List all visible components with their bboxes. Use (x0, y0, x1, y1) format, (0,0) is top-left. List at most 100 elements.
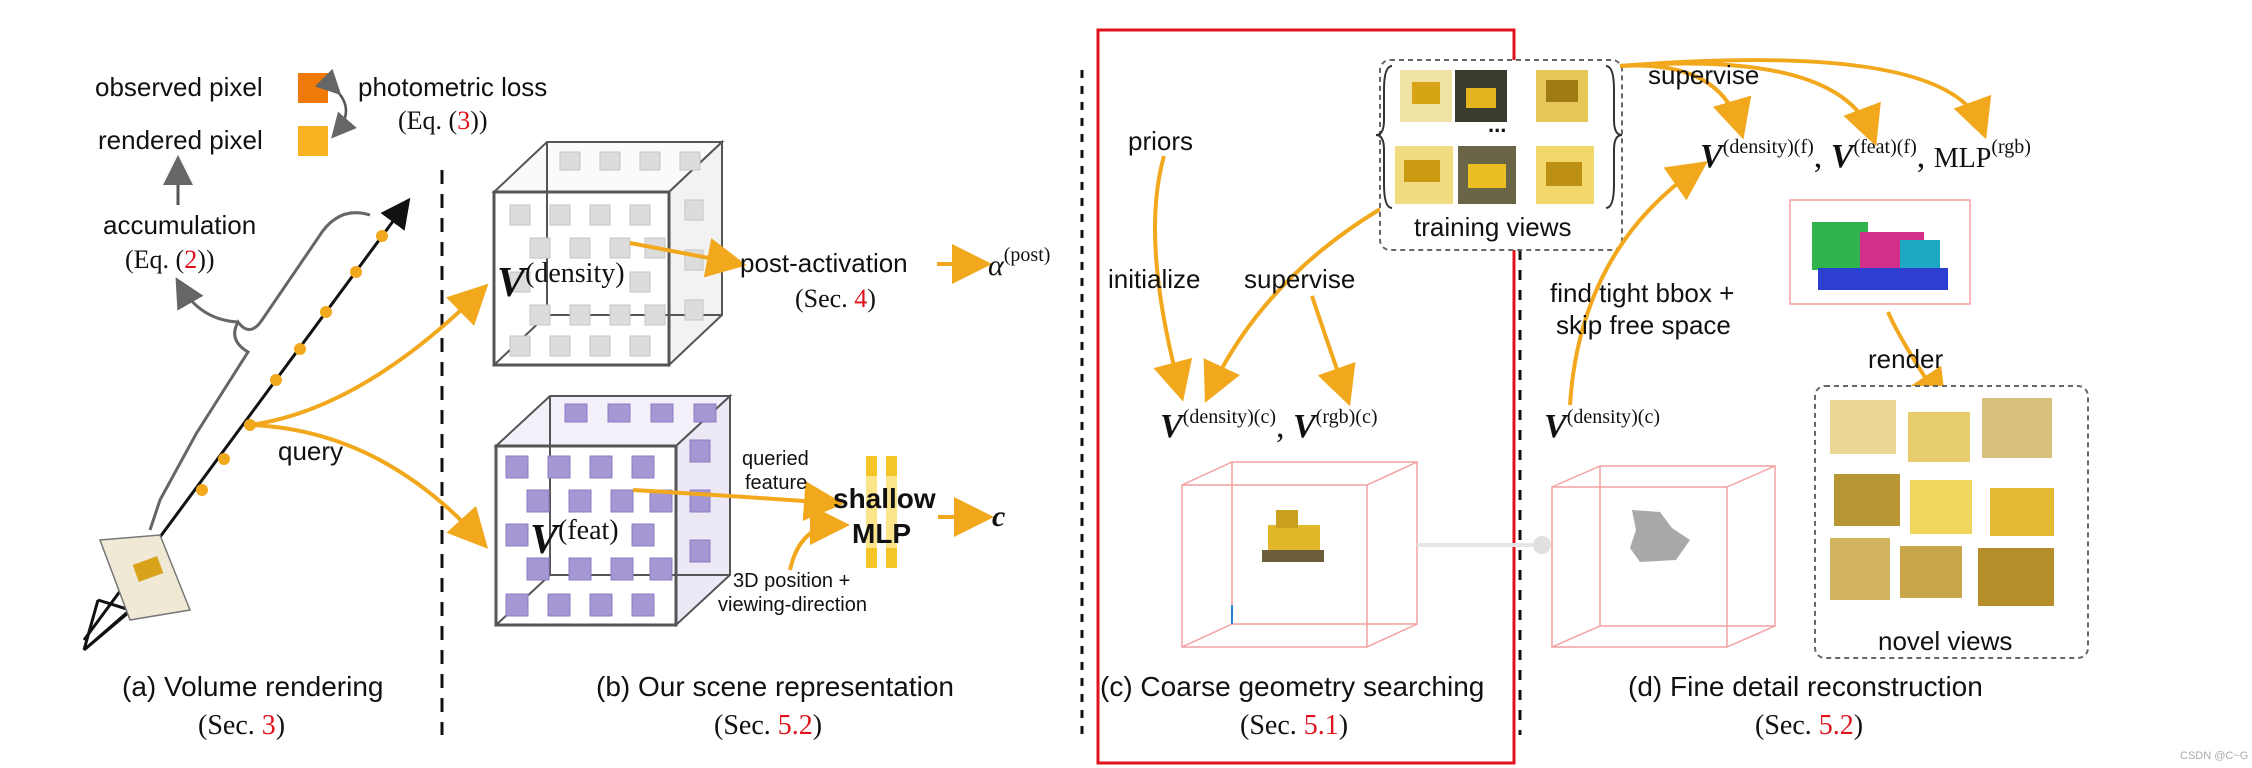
mlp-rgb-main: MLP (1933, 143, 1992, 174)
photometric-loss-label: photometric loss (358, 72, 548, 102)
sec4-ref: 4 (854, 284, 868, 313)
coarse-to-fine-connector-node (1533, 536, 1551, 554)
panel-a-section: (Sec. 3) (198, 710, 285, 742)
render-label: render (1868, 344, 1944, 374)
fine-reconstruction-object (1812, 222, 1948, 290)
novel-view-thumbnails (1830, 398, 2054, 606)
rendered-pixel-swatch (298, 126, 328, 156)
panel-c-caption: (c) Coarse geometry searching (1100, 671, 1485, 702)
v-feat-main: V (530, 517, 559, 563)
alpha-post-label: α(post) (988, 244, 1050, 283)
v-coarse-rgb-main: V (1292, 408, 1316, 445)
eq-suffix: )) (470, 106, 488, 135)
eq3-ref: 3 (457, 106, 471, 135)
eq-prefix-2: (Eq. ( (125, 245, 185, 274)
panel-b-caption: (b) Our scene representation (596, 671, 954, 702)
sec-prefix-d: (Sec. (1755, 710, 1819, 741)
photometric-loss-arrow (314, 68, 357, 139)
ray-sample-points (196, 230, 388, 496)
observed-pixel-swatch (298, 73, 328, 103)
sec-ref-b: 5.2 (777, 710, 813, 741)
query-arrow-feat (249, 423, 489, 549)
coarse-reconstruction-object (1262, 510, 1324, 562)
watermark: CSDN @C~G (2180, 750, 2249, 762)
queried-feature-label-2: feature (745, 472, 808, 494)
fine-comma-1: , (1813, 138, 1823, 175)
supervise-rgb-arrow (1310, 295, 1356, 407)
sec4-suffix: ) (867, 284, 876, 313)
post-activation-section: (Sec. 4) (795, 284, 876, 314)
camera-image-plane-icon (98, 534, 192, 621)
fine-grids-label: V(density)(f), V(feat)(f), MLP(rgb) (1700, 136, 2031, 176)
fine-bounding-box (1789, 199, 1971, 305)
supervise-label-d: supervise (1648, 60, 1760, 90)
training-views-ellipsis: ... (1488, 112, 1507, 137)
find-bbox-arrow (1568, 161, 1708, 406)
camera-frustum-icon (82, 594, 149, 652)
accumulation-brace-stem (175, 277, 239, 324)
priors-initialize-arrow (1153, 155, 1193, 402)
supervise-label-c: supervise (1244, 264, 1356, 294)
coarse-panel-highlight (1096, 28, 1516, 765)
sec-ref-d: 5.2 (1818, 710, 1854, 741)
coarse-density-blob (1630, 510, 1690, 562)
supervise-arrow-fine-mlp (1619, 58, 1992, 140)
sec-ref-c: 5.1 (1303, 710, 1339, 741)
mlp-label: MLP (852, 518, 912, 549)
density-voxel-grid (491, 139, 725, 368)
coarse-grids-label: V(density)(c), V(rgb)(c) (1160, 406, 1378, 446)
panel-d-caption: (d) Fine detail reconstruction (1628, 671, 1983, 702)
coarse-density-box-d (1551, 465, 1776, 648)
sec-suffix-a: ) (275, 710, 286, 741)
training-views-right-brace (1605, 65, 1623, 209)
v-feat-label: V(feat) (530, 515, 619, 564)
v-coarse-density-main: V (1160, 408, 1183, 445)
panel-c-section: (Sec. 5.1) (1240, 710, 1348, 742)
v-density-main: V (497, 260, 526, 306)
sec-ref-a: 3 (261, 710, 276, 741)
find-bbox-label-2: skip free space (1556, 310, 1731, 340)
photometric-loss-eq: (Eq. (3)) (398, 106, 488, 136)
panel-a-caption: (a) Volume rendering (122, 671, 384, 702)
novel-views-label: novel views (1878, 626, 2013, 656)
color-output-label: c (992, 500, 1006, 533)
sec-suffix-c: ) (1338, 710, 1349, 741)
initialize-label: initialize (1108, 264, 1201, 294)
density-to-postactivation-arrow (629, 238, 747, 278)
v-density-label: V(density) (497, 258, 625, 307)
training-views-left-brace (1375, 65, 1393, 209)
v-density-sup: (density) (525, 258, 625, 289)
accumulation-label: accumulation (103, 210, 257, 240)
v-feat-sup: (feat) (558, 515, 619, 546)
sec-prefix-a: (Sec. (198, 710, 262, 741)
observed-pixel-label: observed pixel (95, 72, 263, 102)
v-d-coarse-main: V (1544, 408, 1567, 445)
priors-label: priors (1128, 126, 1194, 156)
posdir-label-1: 3D position + (733, 570, 851, 592)
alpha-sup: (post) (1003, 244, 1051, 266)
find-bbox-label-1: find tight bbox + (1550, 278, 1735, 308)
mlp-rgb-sup: (rgb) (1991, 136, 2031, 158)
sec4-prefix: (Sec. (795, 284, 855, 313)
accumulation-brace (148, 211, 371, 531)
eq2-ref: 2 (184, 245, 198, 274)
eq-prefix: (Eq. ( (398, 106, 458, 135)
sec-prefix-b: (Sec. (714, 710, 778, 741)
v-coarse-rgb-sup: (rgb)(c) (1315, 406, 1378, 428)
fine-comma-2: , (1916, 138, 1926, 175)
post-activation-label: post-activation (740, 248, 908, 278)
query-label: query (278, 436, 344, 466)
feature-voxel-grid (493, 393, 733, 628)
panel-d-section: (Sec. 5.2) (1755, 710, 1863, 742)
v-fine-feat-sup: (feat)(f) (1853, 136, 1917, 158)
query-arrow-density (249, 283, 489, 427)
training-views-label: training views (1414, 212, 1572, 242)
training-views-supervise-arrow-c (1203, 206, 1384, 403)
v-fine-density-sup: (density)(f) (1722, 136, 1814, 158)
shallow-label: shallow (833, 483, 936, 514)
v-fine-feat-main: V (1830, 138, 1854, 175)
feature-to-mlp-arrow (632, 481, 844, 521)
posdir-to-mlp-arrow (788, 505, 850, 571)
queried-feature-label-1: queried (742, 448, 809, 470)
